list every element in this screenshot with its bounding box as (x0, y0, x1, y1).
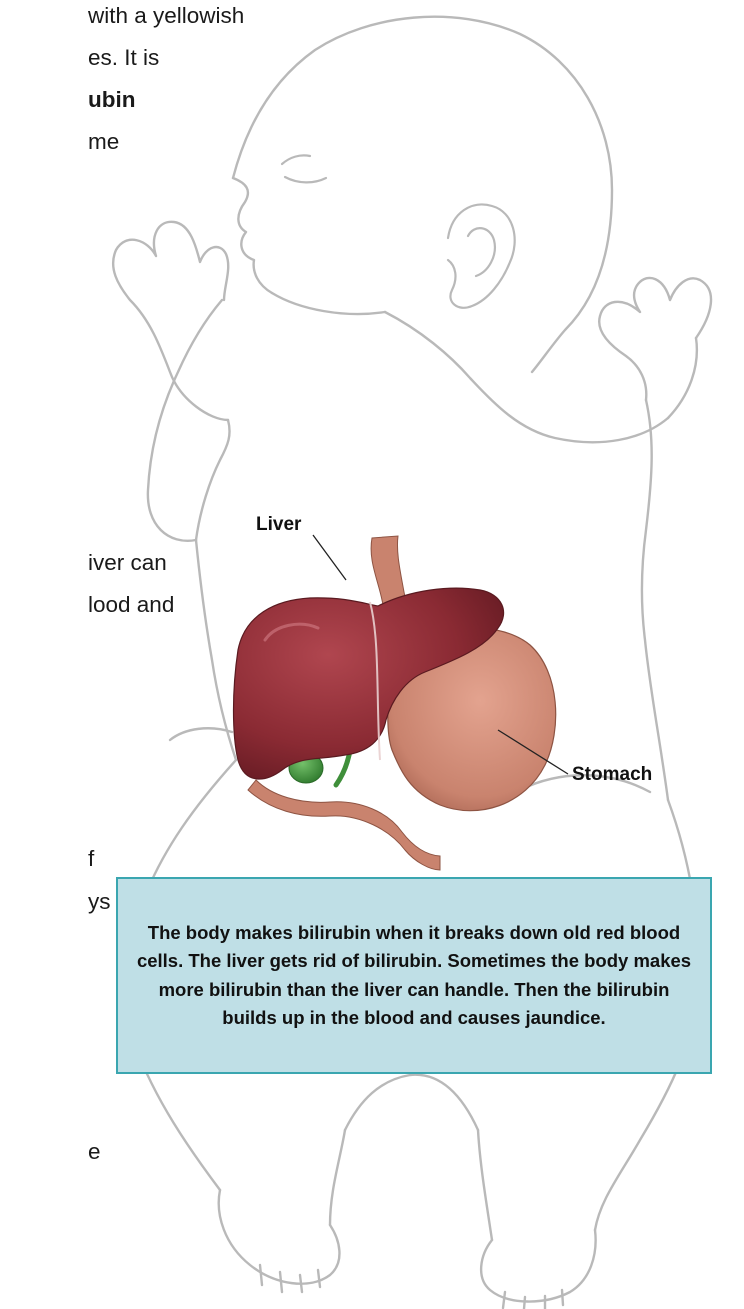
liver-leader-line (313, 535, 346, 580)
liver-label: Liver (256, 514, 301, 536)
ear-outline (448, 204, 515, 307)
info-callout-box: The body makes bilirubin when it breaks … (116, 877, 712, 1074)
duodenum (248, 780, 440, 870)
eye-outline (282, 155, 326, 182)
callout-text: The body makes bilirubin when it breaks … (132, 919, 696, 1031)
stomach-label: Stomach (572, 764, 652, 786)
